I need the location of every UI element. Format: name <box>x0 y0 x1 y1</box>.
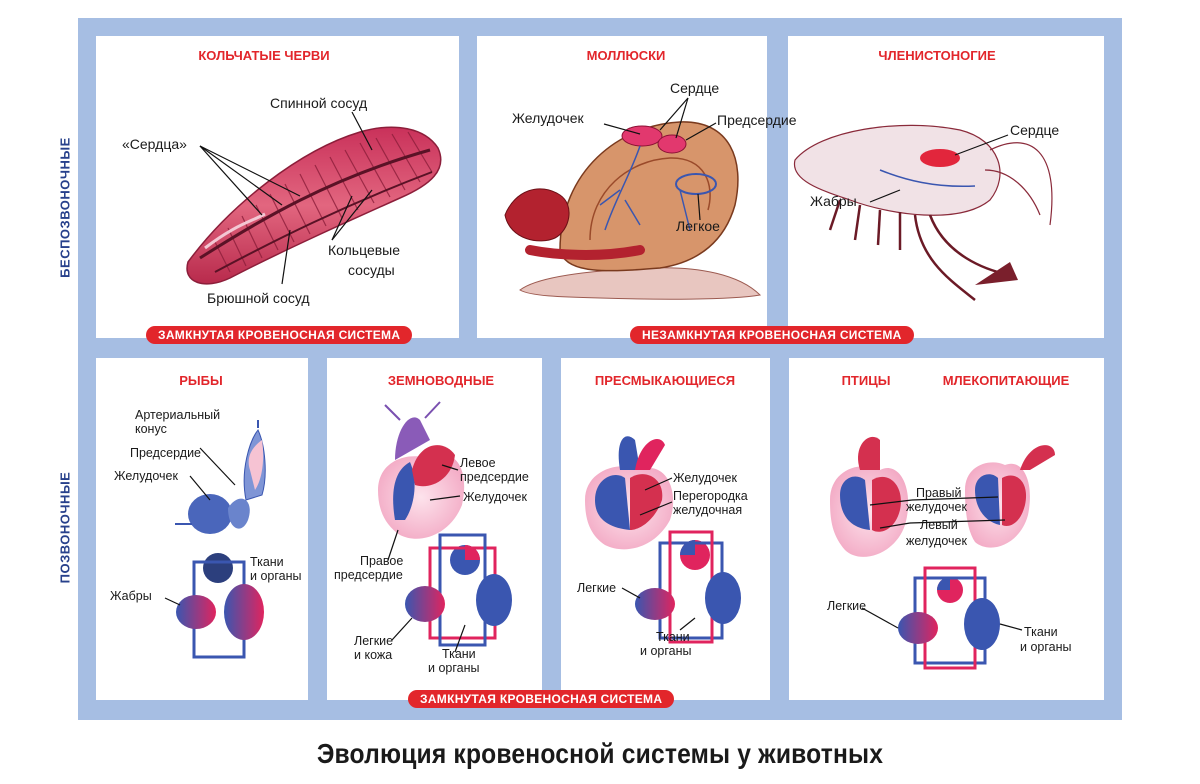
fish-label-cone-2: конус <box>135 422 167 436</box>
amphibian-label-right-atrium-2: предсердие <box>334 568 403 582</box>
fish-label-atrium: Предсердие <box>130 446 202 460</box>
page-title: Эволюция кровеносной системы у животных <box>316 738 884 769</box>
worm-label-dorsal: Спинной сосуд <box>270 95 368 111</box>
worm-label-ventral: Брюшной сосуд <box>207 290 310 306</box>
banner-closed-bottom: ЗАМКНУТАЯ КРОВЕНОСНАЯ СИСТЕМА <box>408 690 675 708</box>
amphibian-label-tissues-1: Ткани <box>442 647 476 661</box>
reptile-label-septum-1: Перегородка <box>673 489 748 503</box>
reptile-label-tissues-1: Ткани <box>656 630 690 644</box>
worm-illustration <box>186 111 442 285</box>
amphibian-label-lungs-1: Легкие <box>354 634 394 648</box>
reptile-label-lungs: Легкие <box>577 581 617 595</box>
fish-label-cone-1: Артериальный <box>135 408 221 422</box>
fish-label-tissues-1: Ткани <box>250 555 284 569</box>
mollusk-label-heart: Сердце <box>670 80 720 96</box>
reptile-label-septum-2: желудочная <box>673 503 743 517</box>
worm-label-hearts: «Сердца» <box>122 136 187 152</box>
amphibian-label-lungs-2: и кожа <box>354 648 393 662</box>
title-fish: РЫБЫ <box>179 373 223 388</box>
banner-closed-top: ЗАМКНУТАЯ КРОВЕНОСНАЯ СИСТЕМА <box>146 326 413 344</box>
amphibian-label-tissues-2: и органы <box>428 661 480 675</box>
mollusk-label-atrium: Предсердие <box>717 112 797 128</box>
bird-mammal-hearts-illustration <box>830 436 1055 670</box>
worm-label-ring-1: Кольцевые <box>328 242 401 258</box>
mollusk-label-ventricle: Желудочек <box>512 110 584 126</box>
mollusk-illustration <box>504 97 762 300</box>
amphibian-heart-illustration <box>378 401 512 653</box>
fish-label-tissues-2: и органы <box>250 569 302 583</box>
amphibian-label-ventricle: Желудочек <box>463 490 527 504</box>
birds-label-right-v-2: желудочек <box>906 500 967 514</box>
fish-heart-illustration <box>164 420 266 659</box>
arthropod-illustration <box>793 124 1053 301</box>
birds-label-right-v-1: Правый <box>916 486 962 500</box>
amphibian-label-right-atrium-1: Правое <box>360 554 404 568</box>
title-reptiles: ПРЕСМЫКАЮЩИЕСЯ <box>594 373 736 388</box>
birds-label-tissues-1: Ткани <box>1024 625 1058 639</box>
birds-label-left-v-1: Левый <box>920 518 958 532</box>
mollusk-label-lung: Легкое <box>676 218 720 234</box>
birds-label-left-v-2: желудочек <box>906 534 967 548</box>
birds-label-lungs: Легкие <box>827 599 867 613</box>
amphibian-label-left-atrium-2: предсердие <box>460 470 529 484</box>
reptile-label-ventricle: Желудочек <box>673 471 737 485</box>
title-birds: ПТИЦЫ <box>841 373 891 388</box>
title-arthropods: ЧЛЕНИСТОНОГИЕ <box>878 48 996 63</box>
fish-label-ventricle: Желудочек <box>114 469 178 483</box>
worm-label-ring-2: сосуды <box>348 262 395 278</box>
title-mammals: МЛЕКОПИТАЮЩИЕ <box>942 373 1070 388</box>
arthropod-label-heart: Сердце <box>1010 122 1060 138</box>
birds-label-tissues-2: и органы <box>1020 640 1072 654</box>
reptile-label-tissues-2: и органы <box>640 644 692 658</box>
title-worms: КОЛЬЧАТЫЕ ЧЕРВИ <box>198 48 330 63</box>
title-amphibians: ЗЕМНОВОДНЫЕ <box>387 373 495 388</box>
arthropod-label-gills: Жабры <box>810 193 857 209</box>
reptile-heart-illustration <box>585 436 741 644</box>
amphibian-label-left-atrium-1: Левое <box>460 456 496 470</box>
fish-label-gills: Жабры <box>110 589 152 603</box>
title-mollusks: МОЛЛЮСКИ <box>586 48 666 63</box>
banner-open-top: НЕЗАМКНУТАЯ КРОВЕНОСНАЯ СИСТЕМА <box>630 326 914 344</box>
